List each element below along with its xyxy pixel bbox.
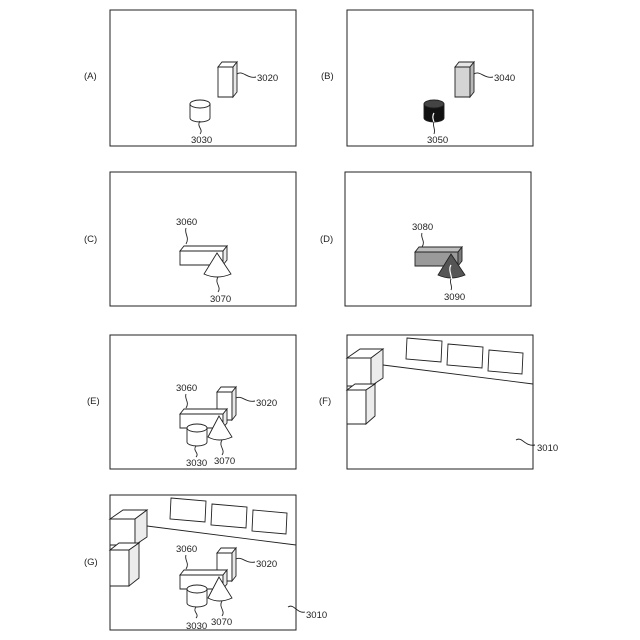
ref-label-cone: 3070 [211, 617, 232, 628]
panel-b-label: (B) [321, 71, 334, 82]
wall-picture [170, 498, 206, 522]
cylinder-object [187, 424, 207, 446]
cylinder-object-black [424, 100, 444, 122]
wall-picture [211, 504, 247, 528]
ref-label-bar: 3080 [412, 222, 433, 233]
panel-e: (E) 3020 3060 3030 3070 [87, 335, 296, 469]
ref-label-cone: 3070 [210, 294, 231, 305]
wall-picture [252, 510, 287, 534]
ref-label-box: 3020 [257, 73, 278, 84]
panel-a: (A) 3020 3030 [84, 10, 296, 146]
panel-d-frame [345, 172, 531, 306]
panel-e-label: (E) [87, 396, 100, 407]
ref-label-box: 3020 [256, 398, 277, 409]
ref-label-bar: 3060 [176, 383, 197, 394]
ref-label-cylinder: 3030 [191, 135, 212, 146]
shelf-unit [347, 384, 375, 424]
panel-a-label: (A) [84, 71, 97, 82]
ref-label-cylinder: 3030 [186, 458, 207, 469]
ref-label-room: 3010 [306, 610, 327, 621]
ref-label-bar: 3060 [176, 217, 197, 228]
box-object-gray [455, 62, 474, 97]
panel-c-frame [110, 172, 296, 306]
cylinder-object [190, 100, 210, 122]
ref-label-box: 3020 [256, 559, 277, 570]
ref-label-cylinder: 3050 [427, 135, 448, 146]
panel-f: (F) 3010 [319, 335, 558, 469]
ref-label-cylinder: 3030 [186, 621, 207, 632]
panel-b: (B) 3040 3050 [321, 10, 533, 146]
box-object [218, 62, 237, 97]
panel-g: (G) 3020 3060 [84, 495, 327, 632]
ref-label-box: 3040 [494, 73, 515, 84]
panel-d: (D) 3080 3090 [320, 172, 531, 306]
panel-d-label: (D) [320, 234, 333, 245]
shelf-unit [110, 543, 139, 586]
wall-picture [447, 344, 483, 368]
shelf-unit [347, 349, 383, 386]
panel-c: (C) 3060 3070 [84, 172, 296, 306]
ref-label-cone: 3090 [444, 292, 465, 303]
panel-c-label: (C) [84, 234, 97, 245]
panel-f-label: (F) [319, 396, 331, 407]
cylinder-object [187, 585, 207, 607]
wall-picture [488, 350, 523, 374]
ref-label-bar: 3060 [176, 544, 197, 555]
shelf-unit [110, 510, 147, 545]
ref-label-room: 3010 [537, 443, 558, 454]
ref-label-cone: 3070 [214, 456, 235, 467]
wall-picture [406, 338, 442, 362]
panel-g-label: (G) [84, 557, 98, 568]
